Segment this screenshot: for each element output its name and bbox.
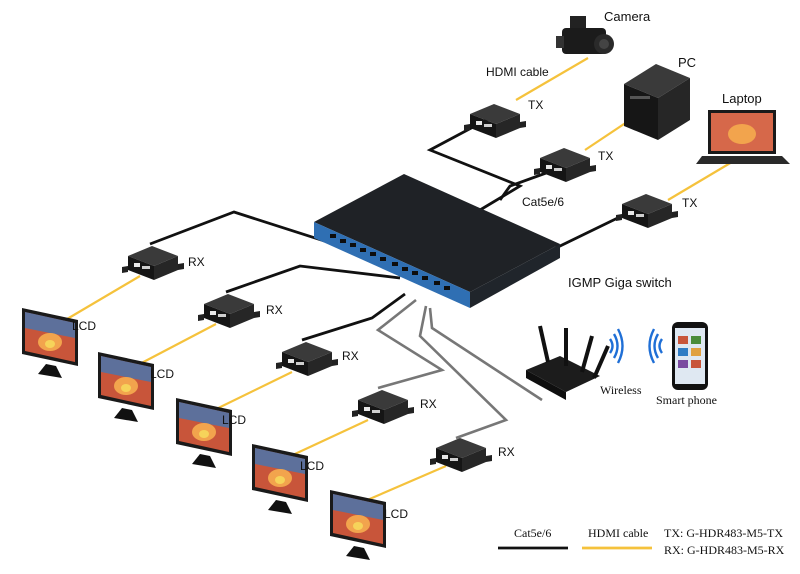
laptop-icon bbox=[696, 110, 790, 164]
smart-phone-label: Smart phone bbox=[656, 393, 717, 407]
wifi-signal-icon-phone bbox=[648, 327, 664, 365]
rx-label-5: RX bbox=[498, 445, 515, 459]
legend-rx-model: RX: G-HDR483-M5-RX bbox=[664, 543, 785, 557]
lcd-label-5: LCD bbox=[384, 507, 409, 521]
switch-label: IGMP Giga switch bbox=[568, 275, 672, 290]
lcd-label-2: LCD bbox=[150, 367, 175, 381]
igmp-switch bbox=[314, 174, 560, 308]
rx-label-4: RX bbox=[420, 397, 437, 411]
lcd-tv-3 bbox=[176, 398, 232, 468]
tx-box-1 bbox=[464, 104, 526, 138]
hdmi-cable-label: HDMI cable bbox=[486, 65, 549, 79]
pc-icon bbox=[624, 64, 690, 140]
tx-label-3: TX bbox=[682, 196, 698, 210]
cat-cables-gray bbox=[375, 298, 543, 440]
legend-tx-model: TX: G-HDR483-M5-TX bbox=[664, 526, 783, 540]
legend-cat-label: Cat5e/6 bbox=[514, 526, 552, 540]
tx-box-2 bbox=[534, 148, 596, 182]
wifi-signal-icon bbox=[608, 327, 624, 365]
tx-label-1: TX bbox=[528, 98, 544, 112]
lcd-label-3: LCD bbox=[222, 413, 247, 427]
wireless-label: Wireless bbox=[600, 383, 642, 397]
rx-box-5 bbox=[430, 438, 492, 472]
router-icon bbox=[526, 325, 610, 400]
rx-label-3: RX bbox=[342, 349, 359, 363]
lcd-label-1: LCD bbox=[72, 319, 97, 333]
legend-hdmi-label: HDMI cable bbox=[588, 526, 649, 540]
camera-label: Camera bbox=[604, 9, 651, 24]
camera-icon bbox=[556, 16, 614, 54]
rx-box-3 bbox=[276, 342, 338, 376]
hdmi-cables bbox=[61, 57, 733, 506]
rx-label-1: RX bbox=[188, 255, 205, 269]
rx-box-2 bbox=[198, 294, 260, 328]
laptop-label: Laptop bbox=[722, 91, 762, 106]
cat-cable-label: Cat5e/6 bbox=[522, 195, 565, 209]
smartphone-icon bbox=[672, 322, 708, 390]
lcd-tv-1 bbox=[22, 308, 78, 378]
lcd-label-4: LCD bbox=[300, 459, 325, 473]
tx-label-2: TX bbox=[598, 149, 614, 163]
lcd-tv-5 bbox=[330, 490, 386, 560]
rx-box-4 bbox=[352, 390, 414, 424]
lcd-tv-4 bbox=[252, 444, 308, 514]
pc-label: PC bbox=[678, 55, 697, 70]
rx-label-2: RX bbox=[266, 303, 283, 317]
lcd-tv-2 bbox=[98, 352, 154, 422]
rx-box-1 bbox=[122, 246, 184, 280]
